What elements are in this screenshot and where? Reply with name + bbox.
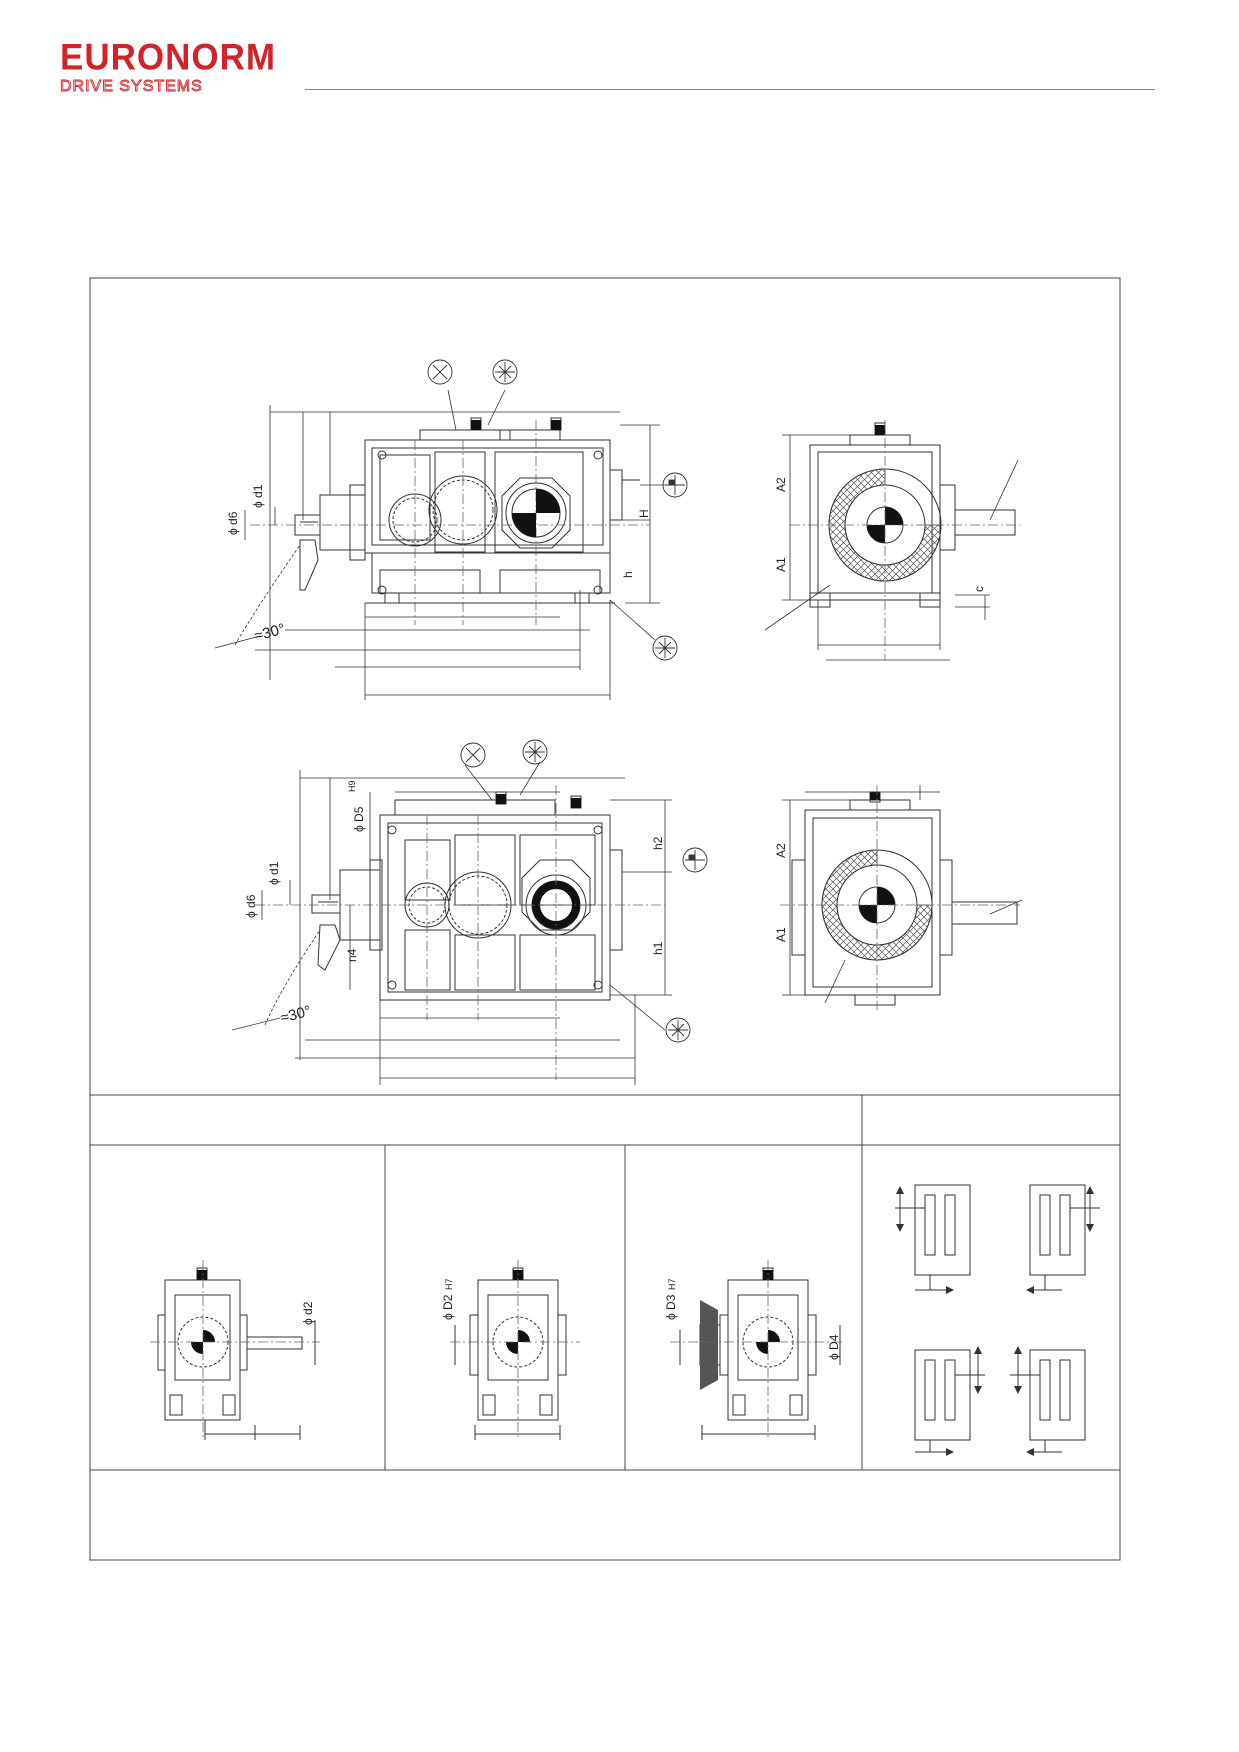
- header-divider: [305, 89, 1155, 90]
- top-side-fill: [867, 425, 903, 543]
- label-h: h: [621, 571, 635, 578]
- label-angle-bottom: ≈30°: [279, 1002, 313, 1026]
- bottom-side-centerlines: [780, 785, 1020, 1010]
- top-front-view: [294, 417, 640, 604]
- rotation-arrow-icon: [1029, 1184, 1100, 1291]
- rotation-arrow-icon: [1010, 1349, 1086, 1453]
- brand-logo: EURONORM DRIVE SYSTEMS: [60, 37, 277, 96]
- drawing-frame: [89, 277, 1121, 1561]
- bottom-front-centerlines: [255, 785, 665, 1080]
- bottom-front-hollow-shaft: [531, 881, 580, 929]
- label-H: H: [637, 509, 651, 518]
- label-d1-top: ϕ d1: [251, 484, 265, 508]
- oil-filler-icon: [492, 359, 518, 385]
- bottom-front-symbols: [460, 739, 708, 1043]
- bottom-side-text: A2 A1: [774, 843, 788, 942]
- label-D4: ϕ D4: [827, 1334, 841, 1360]
- top-side-text: A2 A1 c: [774, 477, 986, 592]
- top-side-centerlines: [790, 420, 1020, 660]
- bottom-side-fill: [859, 792, 895, 923]
- label-d1-bottom: ϕ d1: [267, 861, 281, 885]
- bottom-front-fill: [496, 794, 581, 808]
- label-A2-top: A2: [774, 477, 788, 492]
- label-d6-top: ϕ d6: [226, 511, 240, 535]
- variant-hollow-d2: [454, 1267, 567, 1440]
- top-front-fill: [471, 420, 561, 537]
- label-d2: ϕ d2: [301, 1301, 315, 1325]
- label-D2: ϕ D2: [441, 1294, 455, 1320]
- variant-solid-shaft-fill: [191, 1270, 215, 1354]
- top-front-symbols: [427, 359, 688, 661]
- label-angle-top: ≈30°: [253, 620, 287, 644]
- bottom-side-dimensions: [782, 785, 1023, 1004]
- logo-wordmark: EURONORM: [60, 37, 277, 78]
- top-side-dimensions: [764, 434, 1019, 661]
- label-n4: n4: [345, 948, 359, 962]
- label-D3-tolerance: H7: [667, 1278, 677, 1290]
- oil-filler-icon: [522, 739, 548, 765]
- label-A2-bottom: A2: [774, 843, 788, 858]
- oil-drain-icon: [652, 635, 678, 661]
- oil-level-icon: [662, 472, 688, 498]
- label-D5-tolerance: H9: [347, 780, 357, 792]
- label-A1-top: A1: [774, 557, 788, 572]
- rotation-arrow-icon: [895, 1184, 971, 1291]
- breather-x-icon: [427, 359, 453, 385]
- variant-solid-shaft: [157, 1267, 316, 1440]
- variant-hollow-d3-center: [670, 1260, 845, 1440]
- top-front-centerlines: [250, 420, 650, 625]
- variant-solid-shaft-center: [150, 1260, 320, 1440]
- label-D3: ϕ D3: [664, 1294, 678, 1320]
- top-side-hatch: [828, 468, 942, 582]
- label-h1: h1: [651, 941, 665, 955]
- label-d6-bottom: ϕ d6: [244, 894, 258, 918]
- bottom-front-dimensions: [231, 761, 672, 1085]
- label-h2: h2: [651, 836, 665, 850]
- label-c: c: [972, 586, 986, 592]
- rotation-arrow-icon: [914, 1349, 985, 1453]
- rotation-scheme-arrowheads: [896, 1186, 1094, 1456]
- breather-x-icon: [460, 742, 486, 768]
- top-front-dimensions: [214, 389, 665, 700]
- logo-tagline: DRIVE SYSTEMS: [60, 78, 203, 96]
- rotation-schemes: [895, 1184, 1100, 1453]
- oil-drain-icon: [665, 1017, 691, 1043]
- label-D2-tolerance: H7: [444, 1278, 454, 1290]
- label-D5: ϕ D5: [352, 806, 366, 832]
- label-A1-bottom: A1: [774, 927, 788, 942]
- oil-level-icon: [682, 847, 708, 873]
- variant-hollow-d2-center: [450, 1260, 580, 1440]
